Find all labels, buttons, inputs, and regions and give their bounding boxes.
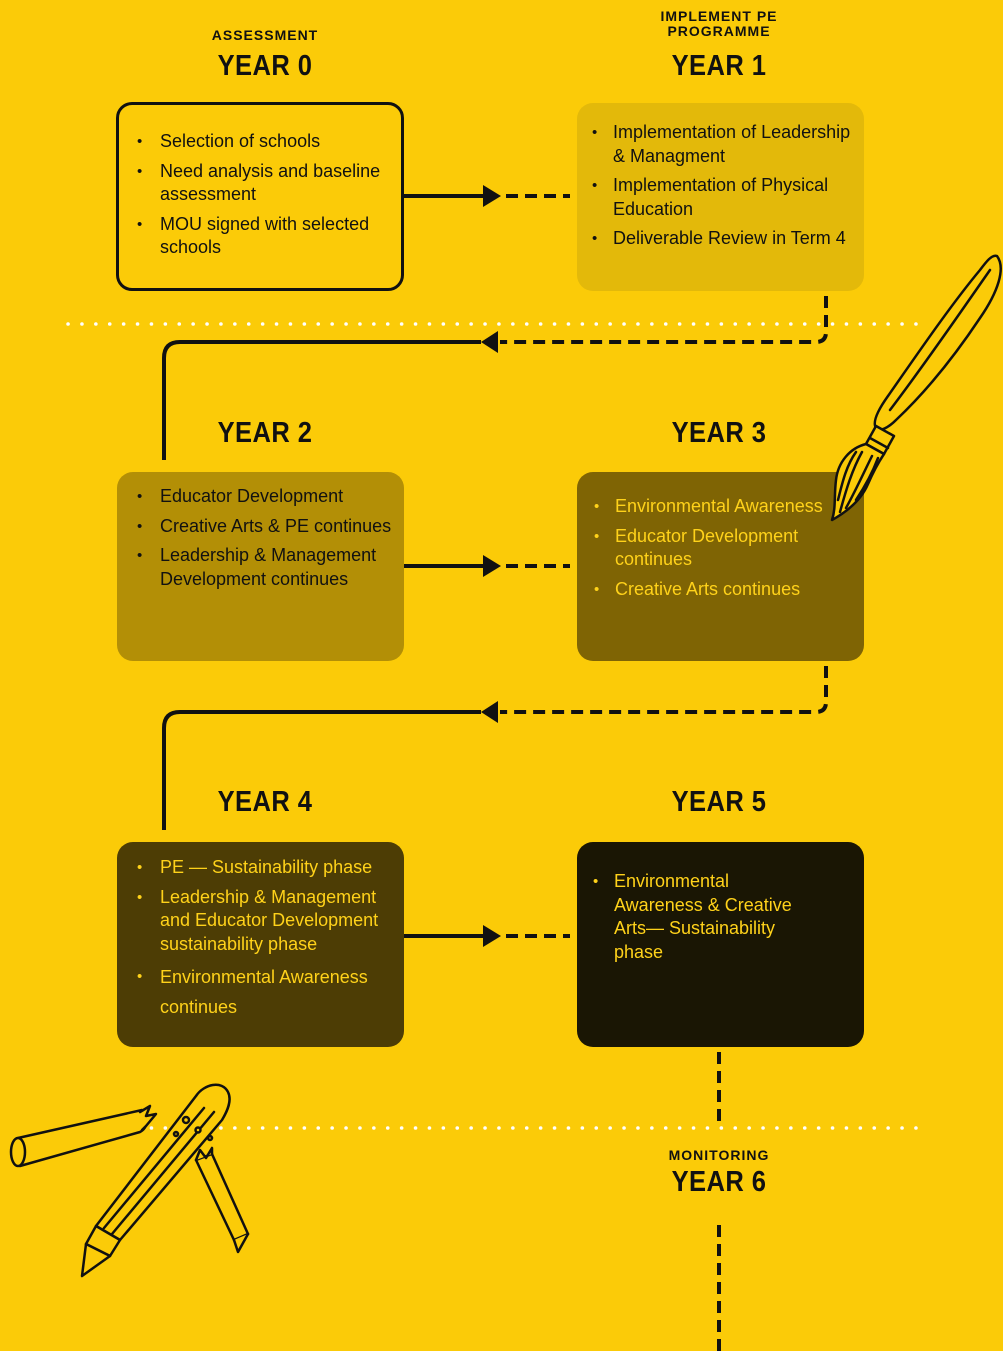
year5-list: •Environmental Awareness & Creative Arts… bbox=[577, 870, 864, 964]
arrow-year3-to-year4 bbox=[162, 666, 828, 830]
year1-supertitle: IMPLEMENT PE PROGRAMME bbox=[660, 8, 778, 39]
year1-title: YEAR 1 bbox=[671, 50, 767, 82]
list-item: •Deliverable Review in Term 4 bbox=[592, 228, 846, 248]
list-item: •Environmental Awareness continues bbox=[137, 967, 368, 1017]
list-item: •Implementation of Leadership & Managmen… bbox=[592, 122, 851, 166]
year1-list: •Implementation of Leadership & Managmen… bbox=[577, 121, 864, 251]
year4-list: •PE — Sustainability phase •Leadership &… bbox=[117, 856, 404, 1022]
year4-title: YEAR 4 bbox=[217, 786, 313, 818]
year3-box: •Environmental Awareness •Educator Devel… bbox=[577, 472, 864, 661]
list-item: •Environmental Awareness & Creative Arts… bbox=[593, 871, 792, 962]
year3-title: YEAR 3 bbox=[671, 417, 767, 449]
arrow-year0-to-year1 bbox=[403, 185, 570, 207]
list-item: •Creative Arts continues bbox=[594, 578, 801, 599]
year6-supertitle: MONITORING bbox=[668, 1147, 770, 1163]
year1-box: •Implementation of Leadership & Managmen… bbox=[577, 103, 864, 291]
list-item: •Selection of schools bbox=[137, 131, 321, 151]
year0-title: YEAR 0 bbox=[217, 50, 313, 82]
list-item: •MOU signed with selected schools bbox=[137, 213, 370, 258]
year3-list: •Environmental Awareness •Educator Devel… bbox=[577, 495, 864, 601]
list-item: •Educator Development continues bbox=[594, 525, 799, 570]
list-item: •Implementation of Physical Education bbox=[592, 175, 829, 219]
list-item: •Creative Arts & PE continues bbox=[137, 515, 392, 536]
year6-title: YEAR 6 bbox=[671, 1166, 767, 1198]
year0-supertitle: ASSESSMENT bbox=[211, 27, 319, 43]
year2-box: •Educator Development •Creative Arts & P… bbox=[117, 472, 404, 661]
year4-box: •PE — Sustainability phase •Leadership &… bbox=[117, 842, 404, 1047]
year0-box: •Selection of schools •Need analysis and… bbox=[116, 102, 404, 291]
arrow-year1-to-year2 bbox=[162, 296, 828, 460]
year5-title: YEAR 5 bbox=[671, 786, 767, 818]
arrow-year2-to-year3 bbox=[403, 555, 570, 577]
year2-list: •Educator Development •Creative Arts & P… bbox=[117, 485, 404, 591]
list-item: •PE — Sustainability phase bbox=[137, 857, 373, 877]
list-item: •Educator Development bbox=[137, 486, 344, 506]
arrow-year4-to-year5 bbox=[403, 925, 570, 947]
list-item: •Need analysis and baseline assessment bbox=[137, 160, 381, 205]
year5-box: •Environmental Awareness & Creative Arts… bbox=[577, 842, 864, 1047]
list-item: •Leadership & Management Development con… bbox=[137, 545, 377, 589]
list-item: •Leadership & Management and Educator De… bbox=[137, 886, 379, 954]
list-item: •Environmental Awareness bbox=[594, 496, 823, 516]
year0-list: •Selection of schools •Need analysis and… bbox=[119, 130, 401, 260]
year2-title: YEAR 2 bbox=[217, 417, 313, 449]
